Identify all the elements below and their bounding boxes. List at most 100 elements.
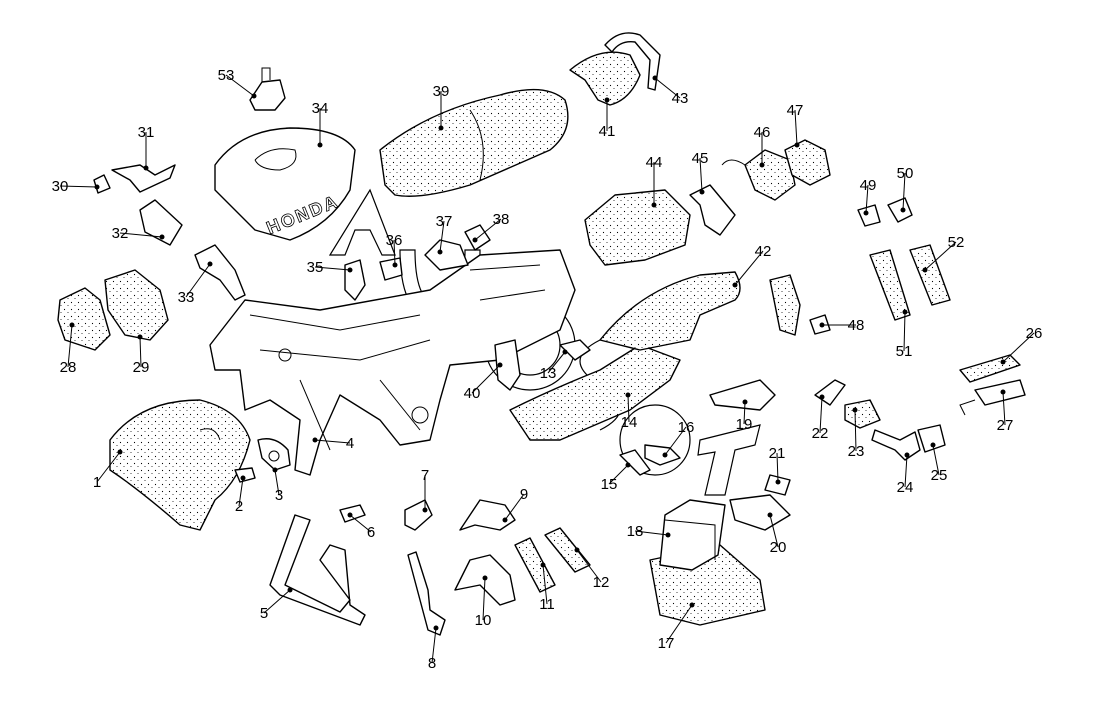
part-number-label: 15: [601, 476, 618, 493]
part-number-label: 19: [736, 416, 753, 433]
part-number-label: 21: [769, 445, 786, 462]
part-cover-32: [139, 199, 183, 246]
part-main-stand: [269, 514, 366, 626]
leader-dot-20: [767, 512, 773, 518]
leader-dot-45: [699, 189, 705, 195]
leader-line-10: [482, 577, 486, 621]
leader-dot-17: [689, 602, 695, 608]
leader-dot-36: [392, 262, 398, 268]
part-bolt-24: [871, 429, 921, 461]
leader-dot-42: [732, 282, 738, 288]
leader-dot-46: [759, 162, 765, 168]
part-number-label: 13: [540, 365, 557, 382]
leader-dot-40: [497, 362, 503, 368]
leader-dot-43: [652, 75, 658, 81]
part-footpeg-11: [514, 537, 556, 593]
leader-dot-53: [251, 93, 257, 99]
leader-line-15: [608, 464, 629, 485]
part-damper-25: [917, 424, 946, 453]
leader-line-38: [474, 218, 502, 241]
leader-line-9: [504, 493, 525, 521]
part-bracket-33: [194, 244, 246, 301]
leader-dot-27: [1000, 389, 1006, 395]
leader-dot-44: [651, 202, 657, 208]
leader-line-42: [734, 250, 764, 286]
part-number-label: 51: [896, 343, 913, 360]
leader-line-11: [542, 564, 548, 605]
part-rubber-23: [844, 399, 881, 429]
part-plate-52: [869, 249, 911, 321]
leader-dot-32: [159, 234, 165, 240]
part-bracket-20: [729, 494, 791, 531]
part-side-cover-29: [104, 269, 169, 341]
leader-line-26: [1002, 332, 1035, 363]
part-number-label: 41: [599, 123, 616, 140]
leader-dot-5: [287, 587, 293, 593]
part-number-label: 43: [672, 90, 689, 107]
part-number-label: 5: [260, 605, 268, 622]
part-nut-50: [857, 204, 881, 227]
leader-dot-39: [438, 125, 444, 131]
leader-line-16: [664, 426, 687, 456]
part-number-label: 46: [754, 124, 771, 141]
leader-dot-51: [902, 309, 908, 315]
part-number-label: 34: [312, 100, 329, 117]
leader-dot-9: [502, 517, 508, 523]
part-grab-handle: [604, 32, 661, 91]
part-number-label: 22: [812, 425, 829, 442]
part-number-label: 24: [897, 479, 914, 496]
leader-line-13: [547, 351, 566, 374]
part-number-label: 42: [755, 243, 772, 260]
part-number-label: 49: [860, 177, 877, 194]
leader-dot-18: [665, 532, 671, 538]
part-side-cover-28: [57, 287, 111, 351]
part-reflector-27: [959, 379, 1026, 416]
part-number-label: 10: [475, 612, 492, 629]
part-number-label: 28: [60, 359, 77, 376]
leader-dot-6: [347, 512, 353, 518]
part-number-label: 30: [52, 178, 69, 195]
part-number-label: 32: [112, 225, 129, 242]
leader-line-45: [699, 157, 703, 193]
leader-line-50: [902, 172, 906, 211]
part-number-label: 50: [897, 165, 914, 182]
part-bracket-36: [379, 257, 403, 281]
part-number-label: 38: [493, 211, 510, 228]
part-step-bracket-9: [459, 499, 516, 531]
part-number-label: 9: [520, 486, 528, 503]
part-number-label: 33: [178, 289, 195, 306]
part-number-label: 39: [433, 83, 450, 100]
part-frame: [209, 249, 576, 476]
part-number-label: 7: [421, 467, 429, 484]
part-number-label: 48: [848, 317, 865, 334]
part-number-label: 14: [621, 414, 638, 431]
leader-dot-4: [312, 437, 318, 443]
leader-line-35: [314, 266, 351, 271]
leader-dot-3: [272, 467, 278, 473]
leader-line-23: [854, 409, 857, 452]
part-battery: [659, 499, 726, 571]
callouts: 1234567891011121314151617181920212223242…: [52, 67, 1043, 672]
leader-dot-8: [433, 625, 439, 631]
leader-line-17: [665, 604, 693, 644]
leader-line-53: [225, 74, 255, 97]
part-number-label: 11: [539, 596, 555, 613]
part-grommet-22: [814, 379, 846, 406]
leader-dot-10: [482, 575, 488, 581]
part-number-label: 29: [133, 359, 150, 376]
leader-dot-23: [852, 407, 858, 413]
part-reflector-26: [959, 354, 1021, 383]
part-cap-30: [93, 174, 111, 194]
leader-dot-52: [922, 267, 928, 273]
part-number-label: 27: [997, 417, 1014, 434]
leader-dot-41: [604, 97, 610, 103]
leader-line-19: [743, 401, 746, 425]
leader-line-36: [393, 239, 396, 266]
part-number-label: 40: [464, 385, 481, 402]
part-number-label: 18: [627, 523, 644, 540]
leader-line-29: [139, 336, 142, 368]
leader-line-40: [471, 364, 501, 394]
part-bracket-40: [494, 339, 521, 391]
part-front-fender: [109, 399, 251, 531]
